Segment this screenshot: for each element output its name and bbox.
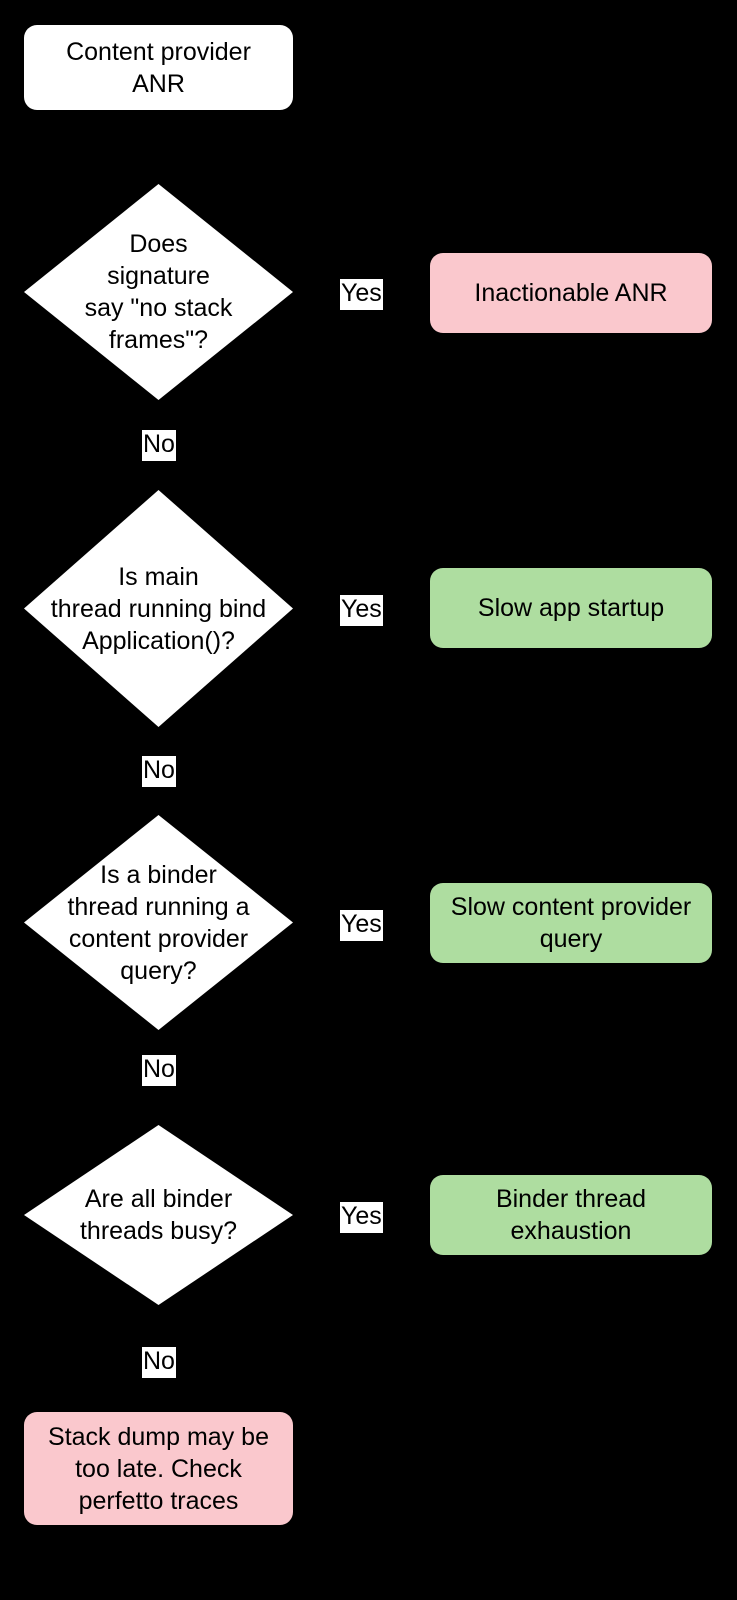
node-outcome-stack-dump-too-late[interactable]: Stack dump may be too late. Check perfet… [24, 1412, 293, 1525]
edge-label-yes-4: Yes [340, 1202, 383, 1233]
edge-label-no-1: No [142, 430, 176, 461]
node-outcome-slow-content-provider-query[interactable]: Slow content provider query [430, 883, 712, 963]
edge-label-no-2: No [142, 756, 176, 787]
node-outcome-binder-thread-exhaustion[interactable]: Binder thread exhaustion [430, 1175, 712, 1255]
node-outcome-slow-app-startup[interactable]: Slow app startup [430, 568, 712, 648]
node-decision-all-binder-threads-busy[interactable]: Are all binder threads busy? [24, 1125, 293, 1305]
node-decision-signature-no-stack-frames[interactable]: Does signature say "no stack frames"? [24, 184, 293, 400]
node-decision-main-thread-bind-application[interactable]: Is main thread running bind Application(… [24, 490, 293, 727]
diamond-shape [24, 1125, 293, 1305]
edge-label-no-3: No [142, 1055, 176, 1086]
edge-label-yes-3: Yes [340, 910, 383, 941]
diamond-shape [24, 490, 293, 727]
diamond-shape [24, 184, 293, 400]
edge-start-to-decision1 [157, 110, 160, 186]
edge-label-no-4: No [142, 1347, 176, 1378]
node-outcome-inactionable-anr[interactable]: Inactionable ANR [430, 253, 712, 333]
edge-label-yes-2: Yes [340, 595, 383, 626]
edge-label-yes-1: Yes [340, 279, 383, 310]
diamond-shape [24, 815, 293, 1030]
node-decision-binder-thread-content-provider-query[interactable]: Is a binder thread running a content pro… [24, 815, 293, 1030]
node-start-content-provider-anr[interactable]: Content provider ANR [24, 25, 293, 110]
